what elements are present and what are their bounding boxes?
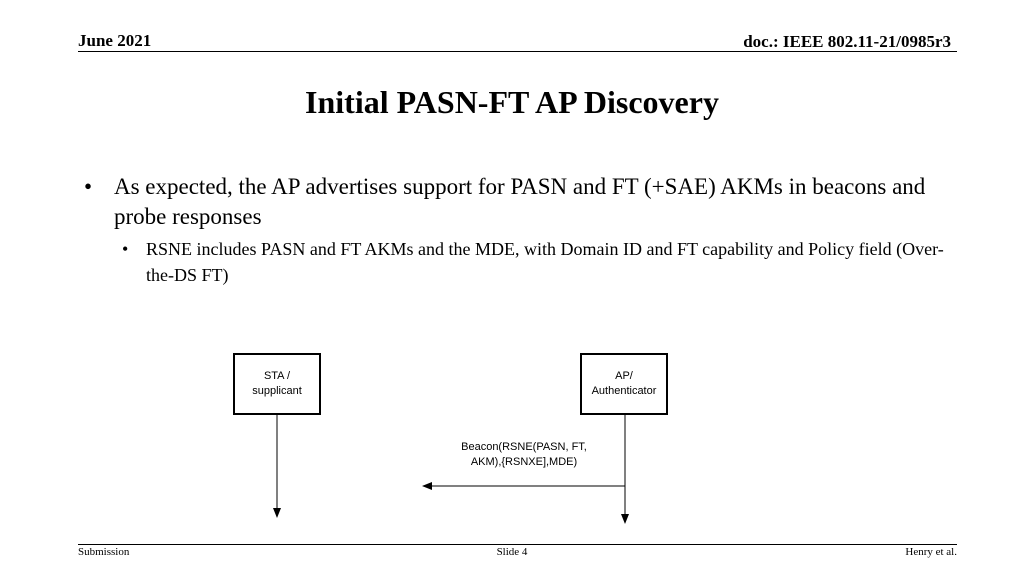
ap-label-line1: AP/ <box>615 370 633 382</box>
message-line2: AKM),{RSNXE],MDE) <box>470 456 578 468</box>
beacon-message-label: Beacon(RSNE(PASN, FT, AKM),{RSNXE],MDE) <box>444 440 604 470</box>
sta-label-line1: STA / <box>263 370 291 382</box>
message-line1: Beacon(RSNE(PASN, FT, <box>461 441 587 453</box>
bullet-item: • As expected, the AP advertises support… <box>84 172 964 232</box>
ap-authenticator-box: AP/ Authenticator <box>580 353 668 415</box>
bullet-text: As expected, the AP advertises support f… <box>114 174 926 229</box>
footer-authors: Henry et al. <box>905 546 957 558</box>
sub-bullet-item: • RSNE includes PASN and FT AKMs and the… <box>122 236 964 288</box>
ap-label-line2: Authenticator <box>591 385 657 397</box>
footer-slide-number: Slide 4 <box>496 546 528 558</box>
bullet-list: • As expected, the AP advertises support… <box>84 172 964 288</box>
bullet-dot: • <box>122 239 129 259</box>
slide-title: Initial PASN-FT AP Discovery <box>305 84 719 120</box>
header-divider <box>78 51 957 52</box>
sta-supplicant-box: STA / supplicant <box>233 353 321 415</box>
header-doc-id: doc.: IEEE 802.11-21/0985r3 <box>743 32 951 51</box>
footer-divider <box>78 544 957 545</box>
bullet-dot: • <box>84 174 93 199</box>
header-date: June 2021 <box>78 31 152 50</box>
sta-label-line2: supplicant <box>252 385 302 397</box>
footer-submission: Submission <box>78 546 130 558</box>
sub-bullet-text: RSNE includes PASN and FT AKMs and the M… <box>146 239 944 285</box>
